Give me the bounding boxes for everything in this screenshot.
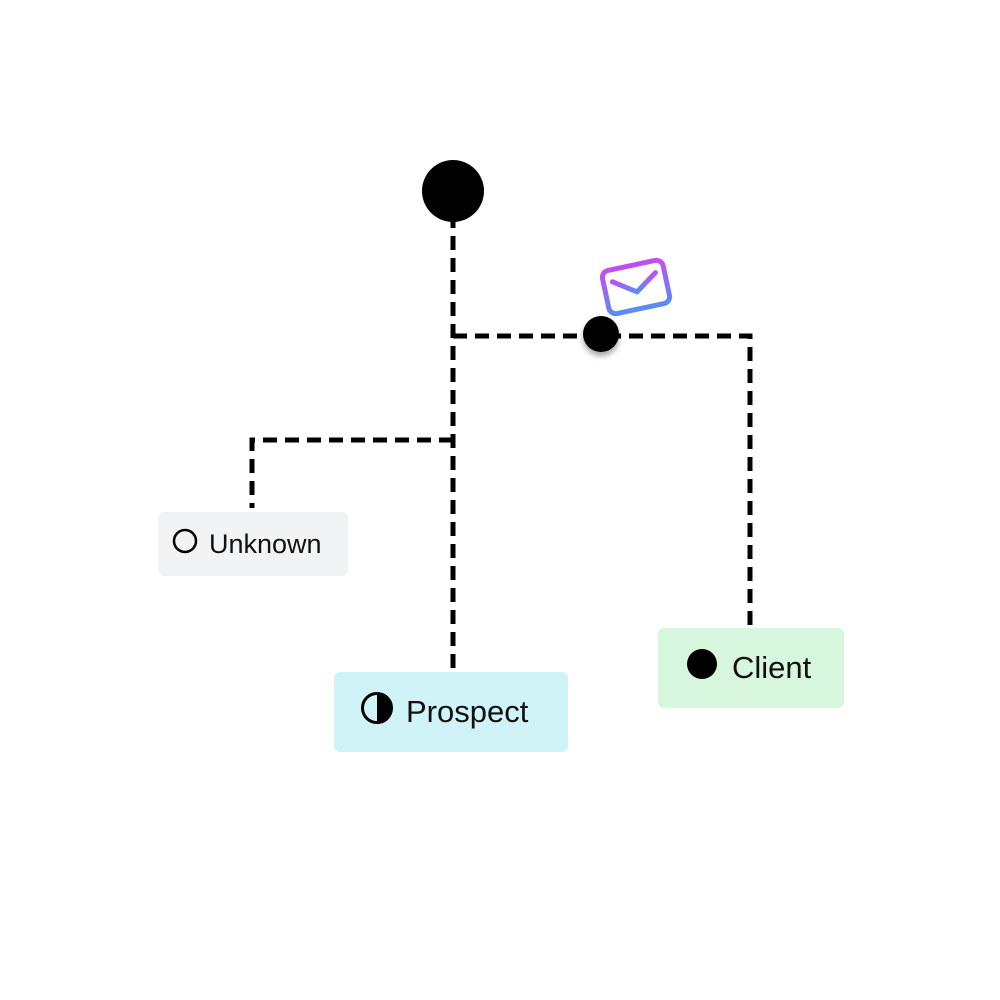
empty-circle-icon — [172, 528, 198, 561]
node-prospect-label: Prospect — [406, 694, 529, 729]
node-prospect[interactable]: Prospect — [334, 672, 568, 752]
connector-to-client — [453, 333, 753, 626]
half-filled-circle-icon — [360, 691, 394, 733]
node-unknown-label: Unknown — [209, 528, 322, 559]
branch-node-dot — [583, 316, 619, 352]
node-unknown[interactable]: Unknown — [158, 512, 348, 576]
node-client-label: Client — [732, 650, 812, 685]
envelope-icon — [599, 257, 673, 317]
connector-to-unknown — [249, 437, 453, 508]
node-client[interactable]: Client — [658, 628, 844, 708]
root-node-dot — [422, 160, 484, 222]
filled-circle-icon — [686, 648, 718, 688]
